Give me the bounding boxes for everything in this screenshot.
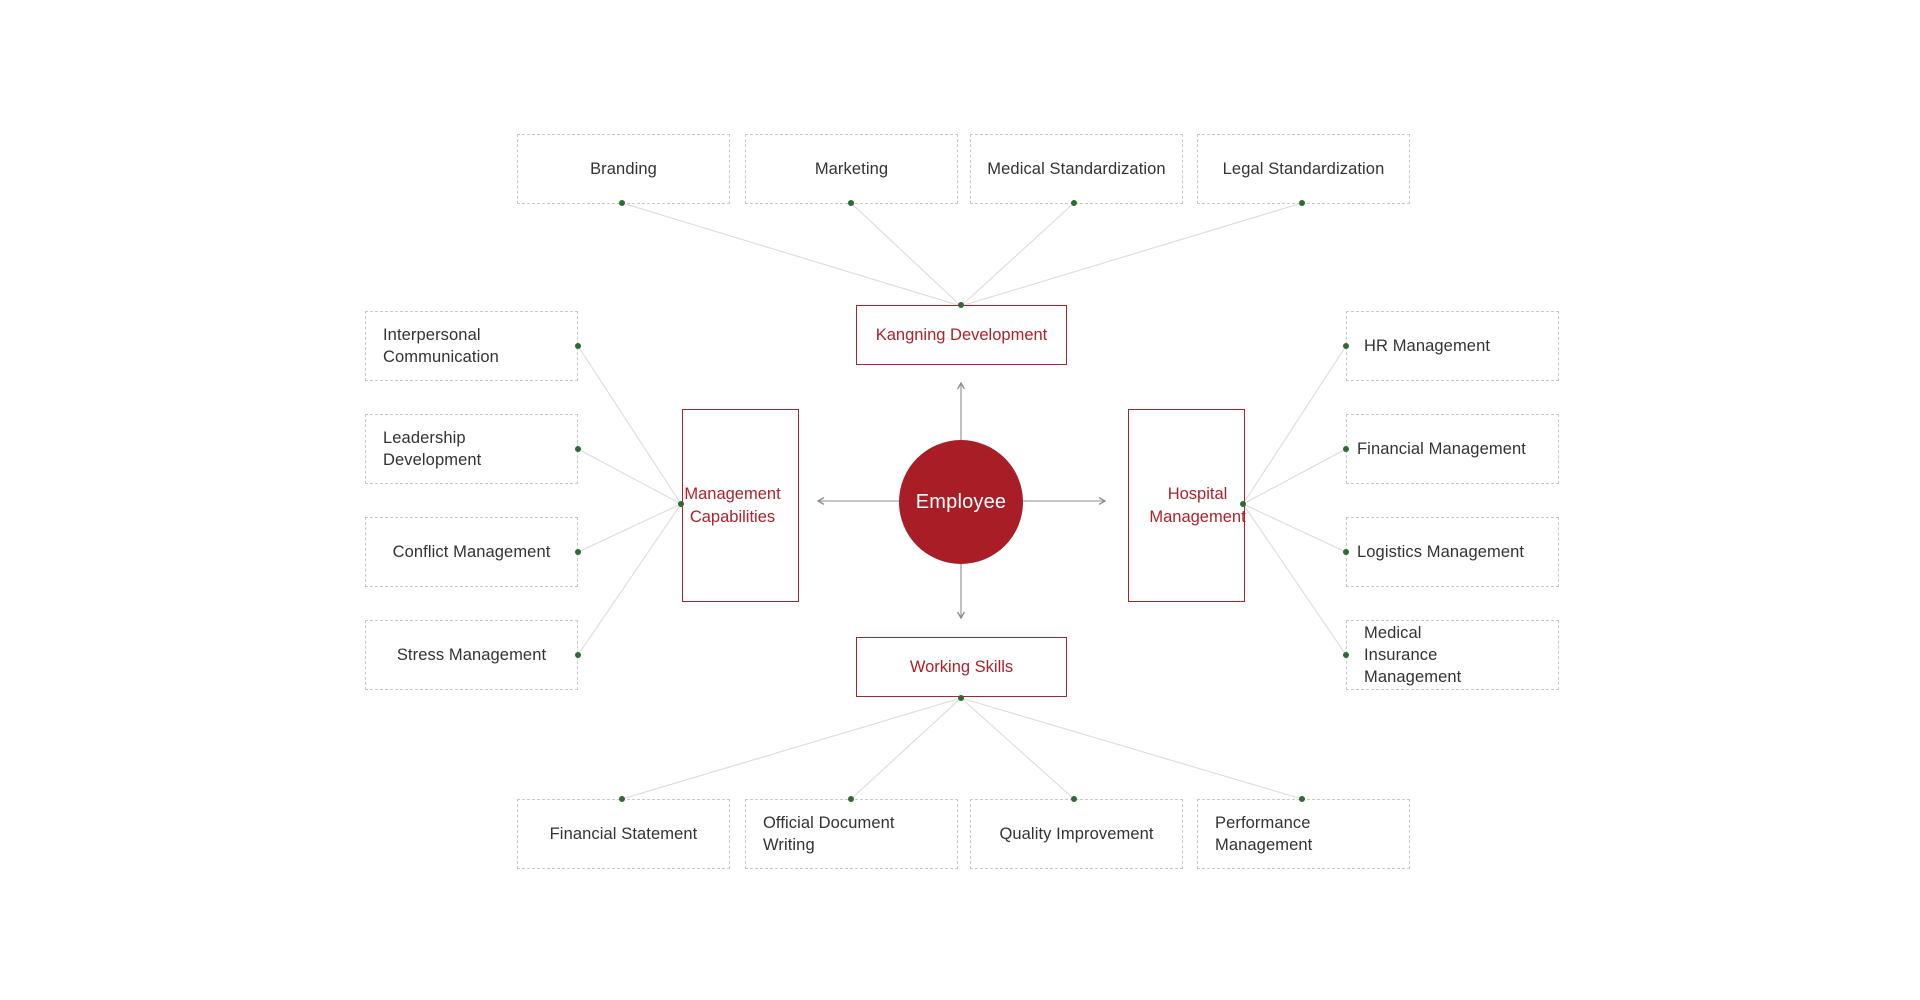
junction-dot xyxy=(1343,549,1349,555)
leaf-label: Performance Management xyxy=(1215,813,1313,854)
top-branch-links xyxy=(621,202,1303,307)
branch-label-bottom: Working Skills xyxy=(909,657,1014,676)
junction-dot xyxy=(1071,200,1077,206)
junction-dot xyxy=(619,200,625,206)
leaf-official-document-writing[interactable]: Official Document Writing xyxy=(745,799,958,869)
hub-label: Employee xyxy=(915,490,1007,513)
leaf-hr-management[interactable]: HR Management xyxy=(1346,311,1559,381)
leaf-label: Conflict Management xyxy=(392,542,551,561)
leaf-logistics-management[interactable]: Logistics Management xyxy=(1346,517,1559,587)
hub-employee[interactable]: Employee xyxy=(899,440,1023,564)
leaf-label: Marketing xyxy=(814,159,889,178)
junction-dot xyxy=(575,343,581,349)
leaf-label: Stress Management xyxy=(396,645,547,664)
leaf-label: Official Document Writing xyxy=(763,813,895,854)
leaf-quality-improvement[interactable]: Quality Improvement xyxy=(970,799,1183,869)
leaf-label: HR Management xyxy=(1364,336,1491,355)
leaf-marketing[interactable]: Marketing xyxy=(745,134,958,204)
junction-dot xyxy=(1299,200,1305,206)
branch-label-right: Hospital Management xyxy=(1149,485,1246,526)
leaf-label: Logistics Management xyxy=(1357,542,1525,561)
branch-hospital-management[interactable]: Hospital Management xyxy=(1128,409,1246,602)
junction-dot xyxy=(1343,446,1349,452)
leaf-label: Interpersonal Communication xyxy=(383,325,499,366)
branch-management-capabilities[interactable]: Management Capabilities xyxy=(682,409,799,602)
junction-dot xyxy=(848,200,854,206)
leaf-label: Financial Management xyxy=(1357,439,1526,458)
leaf-performance-management[interactable]: Performance Management xyxy=(1197,799,1410,869)
junction-dot xyxy=(1343,343,1349,349)
branch-working-skills[interactable]: Working Skills xyxy=(856,637,1067,697)
branch-label-top: Kangning Development xyxy=(875,325,1048,344)
left-branch-links xyxy=(577,345,682,656)
leaf-interpersonal-communication[interactable]: Interpersonal Communication xyxy=(365,311,578,381)
leaf-medical-standardization[interactable]: Medical Standardization xyxy=(970,134,1183,204)
leaf-conflict-management[interactable]: Conflict Management xyxy=(365,517,578,587)
leaf-leadership-development[interactable]: Leadership Development xyxy=(365,414,578,484)
leaf-legal-standardization[interactable]: Legal Standardization xyxy=(1197,134,1410,204)
leaf-label: Financial Statement xyxy=(549,824,698,843)
leaf-label: Medical Standardization xyxy=(987,159,1166,178)
junction-dot xyxy=(575,652,581,658)
leaf-financial-statement[interactable]: Financial Statement xyxy=(517,799,730,869)
leaf-medical-insurance-management[interactable]: Medical Insurance Management xyxy=(1346,620,1559,690)
junction-dot xyxy=(958,695,964,701)
junction-dot xyxy=(1071,796,1077,802)
junction-dot xyxy=(575,549,581,555)
junction-dot xyxy=(1240,501,1246,507)
leaf-branding[interactable]: Branding xyxy=(517,134,730,204)
branch-label-left: Management Capabilities xyxy=(684,485,781,526)
junction-dot xyxy=(619,796,625,802)
branch-kangning-development[interactable]: Kangning Development xyxy=(856,305,1067,365)
junction-dot xyxy=(958,302,964,308)
junction-dot xyxy=(848,796,854,802)
leaf-label: Branding xyxy=(590,159,657,178)
junction-dot xyxy=(1343,652,1349,658)
leaf-label: Legal Standardization xyxy=(1222,159,1385,178)
leaf-stress-management[interactable]: Stress Management xyxy=(365,620,578,690)
bottom-branch-links xyxy=(621,697,1303,800)
junction-dot xyxy=(1299,796,1305,802)
leaf-label: Leadership Development xyxy=(383,428,482,469)
junction-dot xyxy=(678,501,684,507)
leaf-label: Quality Improvement xyxy=(999,824,1154,843)
leaf-financial-management[interactable]: Financial Management xyxy=(1346,414,1559,484)
junction-dot xyxy=(575,446,581,452)
leaf-label: Medical Insurance Management xyxy=(1364,623,1462,687)
